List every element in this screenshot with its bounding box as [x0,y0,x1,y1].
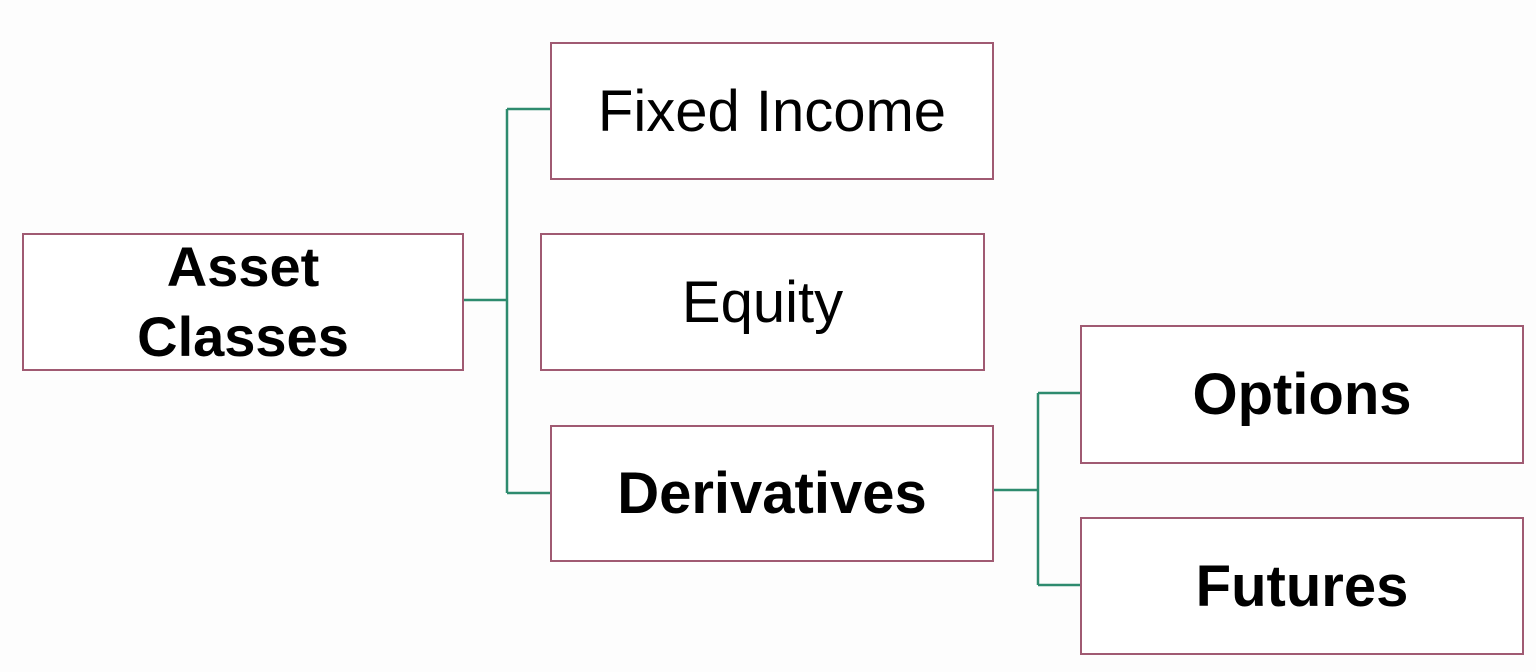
node-options: Options [1080,325,1524,464]
node-asset-classes: Asset Classes [22,233,464,371]
node-fixed-income-label: Fixed Income [597,78,947,144]
node-equity-label: Equity [681,269,844,335]
node-equity: Equity [540,233,985,371]
node-futures: Futures [1080,517,1524,655]
node-asset-classes-label: Asset Classes [137,235,349,368]
node-derivatives-label: Derivatives [617,461,927,526]
node-futures-label: Futures [1195,553,1409,619]
node-options-label: Options [1192,362,1412,427]
node-fixed-income: Fixed Income [550,42,994,180]
node-derivatives: Derivatives [550,425,994,562]
